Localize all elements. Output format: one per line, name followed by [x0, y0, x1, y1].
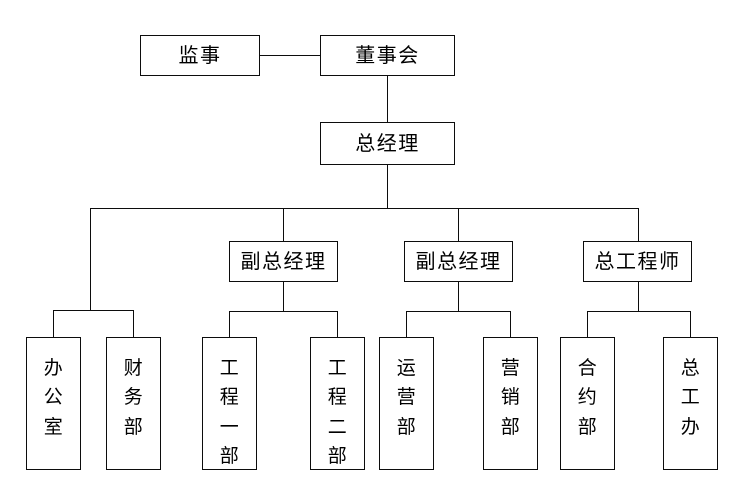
- sub-bus-deputy-1: [229, 311, 338, 313]
- node-marketing-label: 营销部: [500, 357, 521, 438]
- sub-bus-deputy-2: [406, 311, 511, 313]
- edge-supervisor-board: [260, 55, 320, 57]
- node-chief-engineer-label: 总工程师: [594, 248, 681, 273]
- node-general-manager[interactable]: 总经理: [320, 122, 455, 165]
- node-office[interactable]: 办公室: [26, 337, 81, 470]
- edge-chief-to-contract: [587, 311, 589, 337]
- edge-chief-engineer-drop: [638, 282, 640, 312]
- node-supervisor[interactable]: 监事: [140, 35, 260, 76]
- edge-deputy-1-to-engineering-1: [229, 311, 231, 337]
- node-engineering-1[interactable]: 工程一部: [202, 337, 257, 470]
- node-contract[interactable]: 合约部: [560, 337, 615, 470]
- node-contract-label: 合约部: [577, 357, 598, 438]
- edge-chief-to-chief-office: [690, 311, 692, 337]
- node-general-manager-label: 总经理: [355, 130, 420, 155]
- node-finance-label: 财务部: [123, 357, 144, 438]
- main-bus: [90, 208, 639, 210]
- edge-bus-to-deputy-1: [283, 208, 285, 241]
- edge-gm-drop: [387, 165, 389, 209]
- sub-bus-staff: [53, 310, 134, 312]
- edge-bus-to-staff-group: [90, 208, 92, 311]
- sub-bus-chief-engineer: [587, 311, 691, 313]
- edge-deputy-2-to-operations: [406, 311, 408, 337]
- node-operations[interactable]: 运营部: [379, 337, 434, 470]
- edge-bus-to-chief-engineer: [638, 208, 640, 241]
- node-supervisor-label: 监事: [178, 42, 222, 67]
- node-engineering-2[interactable]: 工程二部: [310, 337, 365, 470]
- node-engineering-2-label: 工程二部: [327, 357, 348, 468]
- node-office-label: 办公室: [43, 357, 64, 438]
- edge-deputy-1-to-engineering-2: [337, 311, 339, 337]
- edge-deputy-2-drop: [458, 282, 460, 312]
- node-chief-engineer-office-label: 总工办: [680, 357, 701, 438]
- edge-staff-to-office: [53, 310, 55, 337]
- edge-staff-to-finance: [133, 310, 135, 337]
- node-deputy-gm-2[interactable]: 副总经理: [404, 241, 513, 282]
- node-engineering-1-label: 工程一部: [219, 357, 240, 468]
- node-finance[interactable]: 财务部: [106, 337, 161, 470]
- node-chief-engineer-office[interactable]: 总工办: [663, 337, 718, 470]
- edge-deputy-1-drop: [283, 282, 285, 312]
- node-deputy-gm-1-label: 副总经理: [240, 248, 327, 273]
- node-marketing[interactable]: 营销部: [483, 337, 538, 470]
- node-board[interactable]: 董事会: [320, 35, 455, 76]
- node-chief-engineer[interactable]: 总工程师: [583, 241, 692, 282]
- node-board-label: 董事会: [355, 42, 420, 67]
- node-operations-label: 运营部: [396, 357, 417, 438]
- node-deputy-gm-2-label: 副总经理: [415, 248, 502, 273]
- edge-deputy-2-to-marketing: [510, 311, 512, 337]
- edge-bus-to-deputy-2: [458, 208, 460, 241]
- node-deputy-gm-1[interactable]: 副总经理: [229, 241, 338, 282]
- edge-board-gm: [387, 76, 389, 123]
